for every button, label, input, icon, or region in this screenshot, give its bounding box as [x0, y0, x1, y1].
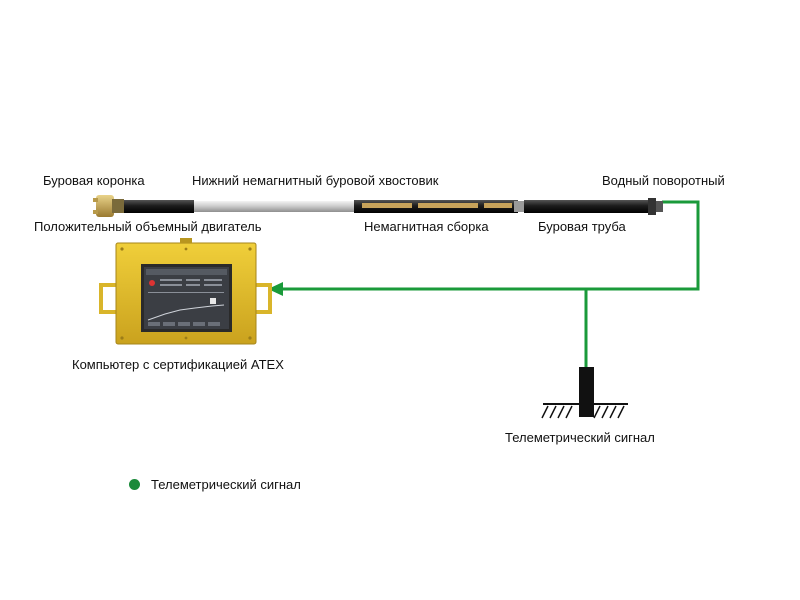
legend-label: Телеметрический сигнал — [151, 477, 301, 492]
drill-pipe-section — [524, 200, 648, 213]
drill-bit-icon — [93, 195, 124, 217]
nonmag-tail-section — [194, 201, 354, 212]
drill-bit-label: Буровая коронка — [43, 173, 145, 188]
lower-nonmag-tail-label: Нижний немагнитный буровой хвостовик — [192, 173, 439, 188]
ground-antenna-icon — [541, 367, 628, 419]
pdm-motor-label: Положительный объемный двигатель — [34, 219, 262, 234]
water-swivel-icon — [648, 198, 663, 215]
nonmag-assembly-label: Немагнитная сборка — [364, 219, 489, 234]
signal-path — [280, 200, 700, 370]
arrow-head — [268, 282, 283, 296]
nonmag-assembly-section — [354, 200, 524, 213]
drill-pipe-label: Буровая труба — [538, 219, 626, 234]
telemetry-signal-label: Телеметрический сигнал — [505, 430, 655, 445]
atex-computer-label: Компьютер с сертификацией ATEX — [72, 357, 284, 372]
atex-computer-icon — [99, 238, 272, 345]
motor-section — [124, 200, 194, 213]
drill-string — [93, 195, 663, 217]
legend-dot — [129, 479, 140, 490]
water-swivel-label: Водный поворотный — [602, 173, 725, 188]
